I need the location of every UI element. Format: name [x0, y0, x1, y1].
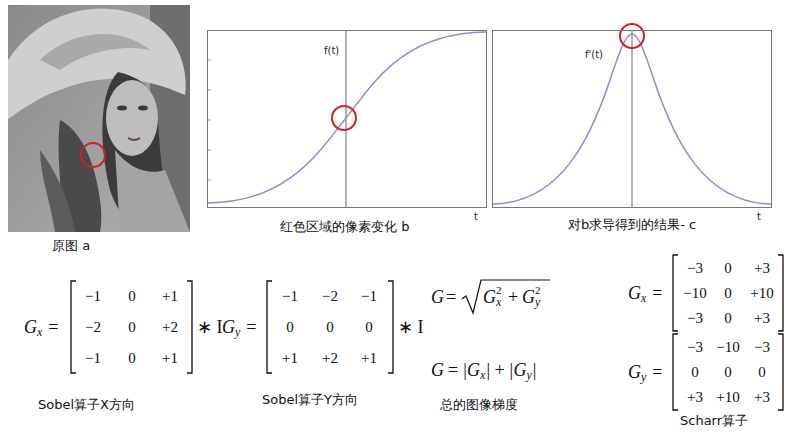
subscript: x: [641, 292, 646, 305]
matrix-cell: −1: [73, 349, 113, 367]
symbol: G: [431, 360, 444, 380]
matrix-cell: +1: [150, 349, 190, 367]
subscript: x: [37, 326, 42, 339]
caption: 原图 a: [52, 238, 90, 254]
matrix-cell: +10: [742, 284, 782, 302]
symbol: G: [483, 287, 496, 307]
symbol: |G: [509, 360, 527, 380]
symbol: |: [485, 360, 490, 380]
matrix-cell: −10: [675, 284, 715, 302]
matrix-cell: +1: [349, 349, 389, 367]
subscript: y: [641, 371, 646, 384]
matrix-cell: 0: [708, 284, 748, 302]
plot-frame: f(t)t: [207, 30, 487, 208]
matrix-cell: −2: [310, 287, 350, 305]
operator: =: [48, 317, 58, 337]
symbol: |: [532, 360, 537, 380]
superscript: 2: [496, 284, 502, 296]
caption: 对b求导得到的结果- c: [568, 217, 696, 233]
derivative-plot: [493, 24, 771, 207]
portrait-photo: [8, 5, 190, 232]
matrix-cell: −3: [675, 338, 715, 356]
matrix-cell: −1: [73, 287, 113, 305]
operator: +: [508, 287, 518, 307]
sigmoid-plot: [207, 31, 486, 207]
matrix-cell: +2: [310, 349, 350, 367]
subscript: y: [235, 326, 240, 339]
operator: =: [652, 283, 662, 303]
matrix-cell: +3: [742, 259, 782, 277]
matrix-cell: +3: [742, 388, 782, 406]
matrix-cell: 0: [708, 309, 748, 327]
plot-frame: f'(t)t: [492, 30, 772, 208]
operator: =: [652, 362, 662, 382]
axis-label: f(t): [324, 45, 339, 57]
sqrt-sign: [462, 280, 550, 313]
matrix-cell: −1: [349, 287, 389, 305]
matrix-cell: −1: [270, 287, 310, 305]
symbol: G: [522, 287, 535, 307]
matrix-cell: +3: [742, 309, 782, 327]
axis-name: t: [474, 211, 478, 223]
matrix-cell: 0: [270, 318, 310, 336]
caption: Sobel算子X方向: [38, 397, 135, 413]
caption: 红色区域的像素变化 b: [280, 219, 409, 235]
symbol: G: [628, 283, 641, 303]
matrix-cell: +3: [675, 388, 715, 406]
matrix-cell: 0: [349, 318, 389, 336]
symbol: |G: [462, 360, 480, 380]
caption: Sobel算子Y方向: [262, 392, 358, 408]
subscript: y: [527, 369, 532, 382]
operator: =: [446, 287, 456, 307]
matrix-cell: 0: [310, 318, 350, 336]
operator: =: [448, 360, 458, 380]
symbol: G: [222, 317, 235, 337]
symbol: G: [628, 362, 641, 382]
subscript: x: [496, 296, 501, 309]
matrix-cell: −3: [675, 259, 715, 277]
matrix-brackets: [71, 255, 783, 410]
matrix-cell: −3: [675, 309, 715, 327]
axis-label: f'(t): [585, 49, 603, 61]
matrix-cell: +2: [150, 318, 190, 336]
operator: ∗ I: [197, 317, 223, 337]
matrix-cell: −10: [708, 338, 748, 356]
operator: +: [494, 360, 504, 380]
subscript: y: [535, 296, 540, 309]
matrix-cell: 0: [112, 318, 152, 336]
matrix-cell: 0: [742, 363, 782, 381]
matrix-cell: −2: [73, 318, 113, 336]
subscript: x: [480, 369, 485, 382]
matrix-cell: −3: [742, 338, 782, 356]
operator: ∗ I: [398, 317, 424, 337]
matrix-cell: +1: [270, 349, 310, 367]
superscript: 2: [535, 284, 541, 296]
matrix-cell: 0: [708, 363, 748, 381]
matrix-cell: 0: [112, 287, 152, 305]
matrix-cell: 0: [708, 259, 748, 277]
matrix-cell: +1: [150, 287, 190, 305]
symbol: G: [24, 317, 37, 337]
operator: =: [246, 317, 256, 337]
caption: 总的图像梯度: [440, 397, 518, 413]
axis-name: t: [757, 211, 761, 223]
matrix-cell: 0: [675, 363, 715, 381]
caption: Scharr算子: [680, 413, 748, 429]
matrix-cell: 0: [112, 349, 152, 367]
symbol: G: [431, 287, 444, 307]
matrix-cell: +10: [708, 388, 748, 406]
